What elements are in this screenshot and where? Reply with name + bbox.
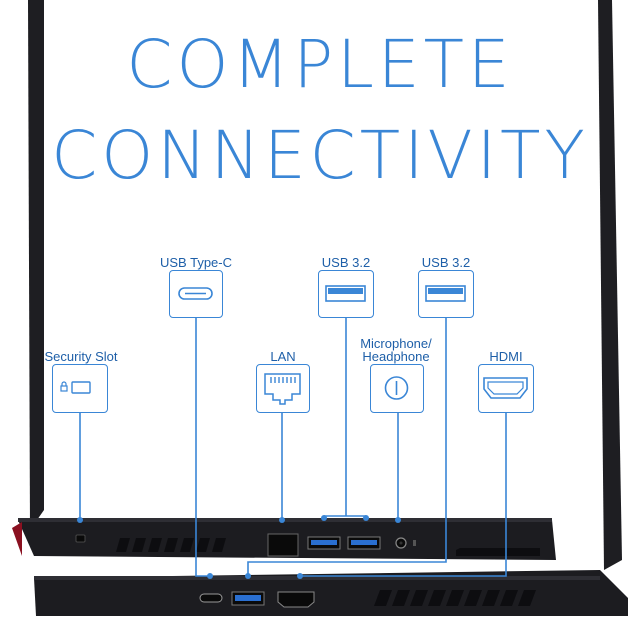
hdmi-icon	[483, 377, 528, 399]
right-screen-bezel	[598, 0, 622, 570]
usb-a-icon	[425, 285, 466, 302]
usb-c-port	[199, 593, 223, 603]
lan-box	[256, 364, 310, 413]
left-screen-bezel	[28, 0, 44, 530]
ethernet-icon	[264, 373, 301, 405]
usb-c-icon	[178, 287, 213, 300]
usb32-label-1: USB 3.2	[321, 255, 371, 270]
hdmi-port	[277, 591, 315, 608]
lan-label: LAN	[270, 349, 296, 364]
lan-port	[267, 533, 299, 557]
security-slot-box	[52, 364, 108, 413]
usb32-label-2: USB 3.2	[421, 255, 471, 270]
audio-box	[370, 364, 424, 413]
lower-vents	[374, 590, 536, 606]
audio-jack-icon	[384, 376, 409, 400]
lock-icon	[60, 381, 91, 394]
usb-a-icon	[325, 285, 366, 302]
hdmi-label: HDMI	[489, 349, 523, 364]
usb32-box-2	[418, 270, 474, 318]
headline-connectivity: CONNECTIVITY	[51, 117, 589, 194]
mic-label-line2: Headphone	[362, 349, 430, 364]
security-slot-label: Security Slot	[44, 349, 118, 364]
lower-laptop-base	[34, 570, 628, 616]
mic-label-line1: Microphone/	[360, 336, 432, 351]
usb-type-c-box	[169, 270, 223, 318]
security-slot-port	[75, 534, 86, 543]
headline-complete: COMPLETE	[126, 26, 514, 103]
usb32-box-1	[318, 270, 374, 318]
upper-vents	[116, 538, 540, 556]
usb-type-c-label: USB Type-C	[159, 255, 232, 270]
hdmi-box	[478, 364, 534, 413]
